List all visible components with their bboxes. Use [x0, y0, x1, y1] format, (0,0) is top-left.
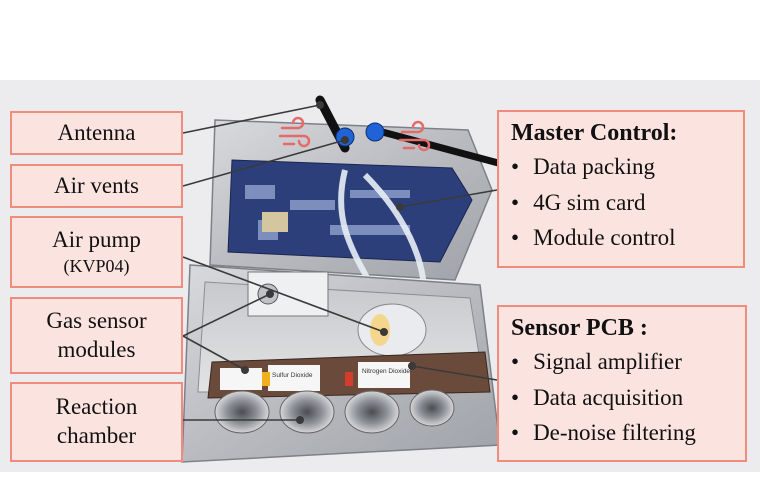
air-flow-icon-right	[398, 120, 431, 152]
label-air-pump: Air pump (KVP04)	[10, 216, 183, 288]
label-air-vents: Air vents	[10, 164, 183, 208]
label-air-vents-text: Air vents	[54, 172, 139, 198]
master-control-item: Module control	[511, 220, 733, 256]
leader-lines	[182, 104, 498, 421]
sensor-pcb-list: Signal amplifier Data acquisition De-noi…	[511, 344, 735, 451]
master-control-title: Master Control:	[511, 120, 678, 146]
master-control-item: Data packing	[511, 149, 733, 185]
leader-dots	[241, 101, 416, 424]
sim-slot	[262, 212, 288, 232]
sensor-pcb-item: Signal amplifier	[511, 344, 735, 380]
label-antenna: Antenna	[10, 111, 183, 155]
reaction-chamber-cylinders	[214, 389, 455, 434]
label-air-pump-model: (KVP04)	[63, 256, 130, 277]
pump-motor	[357, 303, 427, 357]
callout-master-control: Master Control: Data packing 4G sim card…	[497, 110, 745, 268]
air-flow-icon-left	[278, 116, 311, 148]
callout-sensor-pcb: Sensor PCB : Signal amplifier Data acqui…	[497, 305, 747, 462]
master-control-item: 4G sim card	[511, 185, 733, 221]
sensor-pcb-title: Sensor PCB :	[511, 315, 648, 341]
label-reaction-line2: chamber	[56, 423, 137, 448]
sticker-so2: Sulfur Dioxide	[272, 372, 313, 379]
sensor-stickers	[220, 362, 410, 391]
sensor-pcb-item: De-noise filtering	[511, 415, 735, 451]
label-gas-sensor-modules: Gas sensor modules	[10, 297, 183, 374]
sensor-pcb-item: Data acquisition	[511, 380, 735, 416]
air-pump-body	[247, 271, 329, 317]
master-control-list: Data packing 4G sim card Module control	[511, 149, 733, 256]
sticker-no2: Nitrogen Dioxide	[362, 368, 410, 375]
label-gas-sensor-line1: Gas sensor	[46, 307, 147, 333]
label-gas-sensor-line2: modules	[57, 336, 136, 362]
vent-port-right	[365, 122, 385, 142]
label-reaction-line1: Reaction	[55, 394, 138, 420]
label-air-pump-text: Air pump	[52, 227, 141, 253]
label-antenna-text: Antenna	[57, 119, 136, 145]
label-reaction-chamber: Reaction chamber	[10, 382, 183, 462]
